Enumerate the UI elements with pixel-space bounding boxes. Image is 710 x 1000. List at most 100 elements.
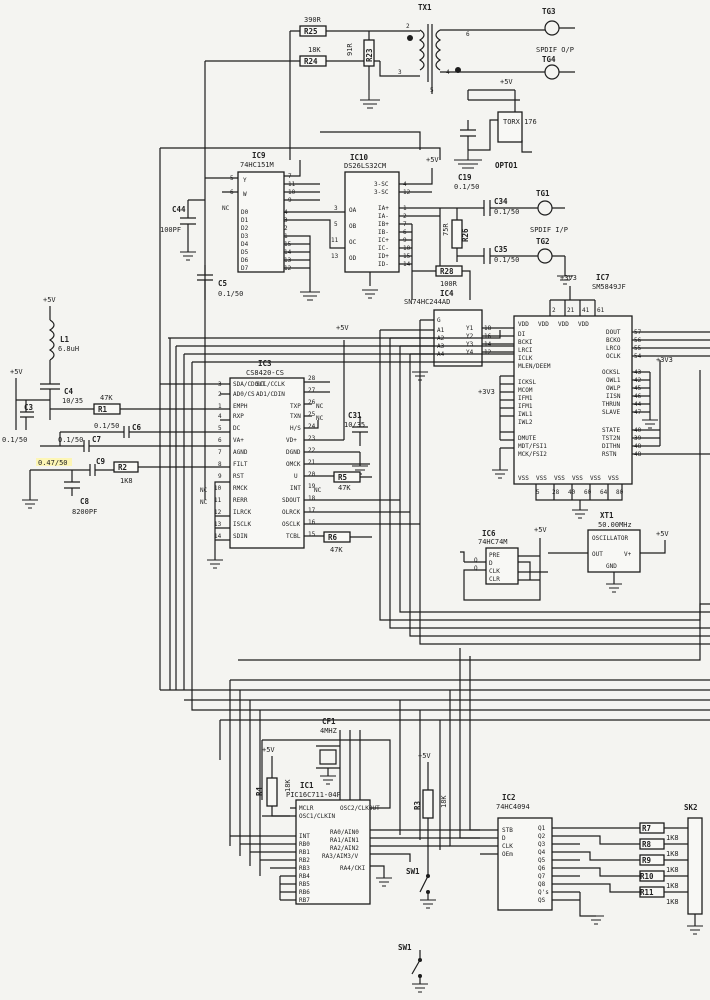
ic6-flipflop [485, 547, 519, 585]
supply-3v3-ic7-right: +3V3 [656, 356, 673, 364]
ic6-part: 74HC74M [478, 538, 508, 546]
ic2-ref: IC2 [502, 793, 516, 802]
terminal-tg3[interactable] [544, 20, 560, 36]
svg-text:60: 60 [584, 489, 592, 496]
svg-text:LRCI: LRCI [518, 347, 533, 354]
xt1-name: OSCILLATOR [592, 535, 629, 542]
r26-value: 75R [442, 223, 450, 236]
ic1-ref: IC1 [300, 781, 314, 790]
r7-ref: R7 [642, 824, 651, 833]
ic7-part: SM5849JF [592, 283, 626, 291]
ic9-nc: NC [222, 205, 230, 212]
inductor-l1 [48, 319, 55, 361]
svg-text:VSS: VSS [518, 475, 529, 482]
resistor-r3 [422, 789, 434, 819]
switch-sw1-second[interactable] [411, 950, 421, 984]
oscillator-xt1 [587, 529, 641, 573]
svg-text:64: 64 [600, 489, 608, 496]
supply-5v-ic6: +5V [534, 526, 547, 534]
cf1-freq: 4MHZ [320, 727, 337, 735]
svg-text:Q: Q [474, 557, 478, 564]
r3-value: 18K [440, 795, 448, 808]
svg-text:PRE: PRE [489, 552, 500, 559]
ic2-body [497, 817, 553, 911]
svg-text:15: 15 [308, 531, 316, 538]
c4-value: 10/35 [62, 397, 83, 405]
r8-ref: R8 [642, 840, 652, 849]
svg-text:D: D [502, 835, 506, 842]
r26-ref: R26 [461, 228, 470, 242]
svg-text:D4: D4 [241, 241, 249, 248]
connector-sk2[interactable] [687, 817, 703, 915]
svg-text:OCLK: OCLK [606, 353, 621, 360]
svg-text:ICLK: ICLK [518, 355, 533, 362]
svg-text:QS: QS [538, 897, 546, 904]
c4-ref: C4 [64, 387, 74, 396]
svg-text:OWL1: OWL1 [606, 377, 621, 384]
svg-text:2: 2 [284, 225, 288, 232]
c34-ref: C34 [494, 197, 508, 206]
ic4-part: SN74HC244AD [404, 298, 450, 306]
ic9-ref: IC9 [252, 151, 266, 160]
ic10-body [344, 171, 400, 273]
c19-ref: C31 [348, 411, 362, 420]
svg-text:AD1/CDIN: AD1/CDIN [256, 391, 285, 398]
c35-value: 0.1/50 [494, 256, 519, 264]
ic7-sample-rate-converter: +3V3 IC7 SM5849JF 2 21 41 61 VDD VDD VDD… [478, 273, 710, 519]
terminal-tg1[interactable] [537, 200, 553, 216]
svg-text:VA+: VA+ [233, 437, 244, 444]
ic7-ref: IC7 [596, 273, 610, 282]
xt1-ref: XT1 [600, 511, 614, 520]
ic1-microcontroller: +5V R4 18K IC1 PIC16C711-04P MCLR OSC1/C… [230, 746, 480, 905]
svg-text:H/S: H/S [290, 425, 301, 432]
svg-text:VDD: VDD [558, 321, 569, 328]
ic2-shift-register: IC2 74HC4094 STB D CLK OEm Q1 Q2 Q3 Q4 Q… [480, 793, 640, 925]
svg-text:MCK/FSI2: MCK/FSI2 [518, 451, 547, 458]
svg-text:OA: OA [349, 207, 357, 214]
svg-text:IC+: IC+ [378, 237, 389, 244]
svg-text:STB: STB [502, 827, 513, 834]
r5-ref: R5 [338, 473, 347, 482]
svg-text:13: 13 [331, 253, 339, 260]
svg-text:10: 10 [214, 485, 222, 492]
svg-text:12: 12 [214, 509, 222, 516]
r8-value: 1K8 [666, 850, 679, 858]
ic6-ref: IC6 [482, 529, 496, 538]
svg-text:Y1: Y1 [466, 325, 474, 332]
svg-text:ID-: ID- [378, 261, 389, 268]
ic1-right-pins: OSC2/CLKOUT RA0/AIN0 RA1/AIN1 RA2/AIN2 R… [322, 805, 380, 872]
c7-ref: C7 [92, 435, 101, 444]
ic10-ref: IC10 [350, 153, 369, 162]
svg-text:D3: D3 [241, 233, 249, 240]
capacitor-c44: C44 100PF [160, 199, 205, 261]
svg-text:RB6: RB6 [299, 889, 310, 896]
svg-text:9: 9 [218, 473, 222, 480]
svg-text:DI: DI [518, 331, 526, 338]
ic3-part: CS8420-CS [246, 369, 284, 377]
svg-text:24: 24 [308, 423, 316, 430]
svg-text:TST2N: TST2N [602, 435, 620, 442]
svg-text:IB-: IB- [378, 229, 389, 236]
svg-text:7: 7 [218, 449, 222, 456]
svg-text:6: 6 [466, 31, 470, 38]
svg-text:Q4: Q4 [538, 849, 546, 856]
tg4-label: TG4 [542, 55, 556, 64]
ic9-pin-y: Y [243, 177, 247, 184]
tg1-label: TG1 [536, 189, 550, 198]
svg-text:CLK: CLK [489, 568, 500, 575]
svg-text:Y2: Y2 [466, 333, 474, 340]
svg-text:RA4/CKI: RA4/CKI [340, 865, 366, 872]
svg-text:11: 11 [214, 497, 222, 504]
svg-text:ILRCK: ILRCK [233, 509, 251, 516]
terminal-tg4[interactable] [544, 64, 560, 80]
terminal-tg2[interactable] [537, 248, 553, 264]
svg-text:OWLP: OWLP [606, 385, 621, 392]
r28-ref: R28 [440, 267, 454, 276]
svg-text:EMPH: EMPH [233, 403, 248, 410]
switch-sw1[interactable] [419, 866, 429, 900]
svg-text:RA2/AIN2: RA2/AIN2 [330, 845, 359, 852]
svg-text:MLEN/DEEM: MLEN/DEEM [518, 363, 551, 370]
